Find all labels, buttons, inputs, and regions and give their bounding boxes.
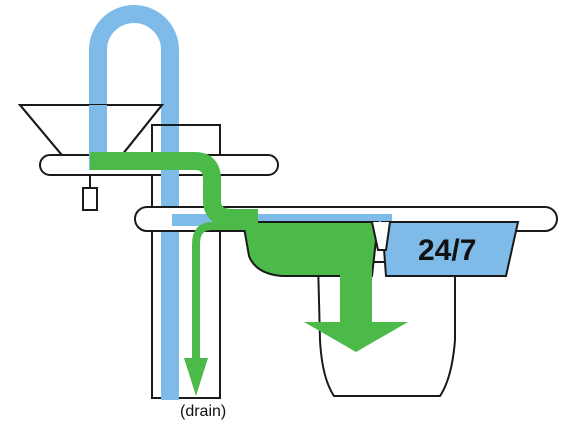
basin-divider-notch — [371, 221, 391, 251]
compartment-24-7 — [380, 221, 520, 277]
drain-label: (drain) — [180, 403, 226, 420]
green-flow-path — [90, 152, 258, 227]
green-drain-branch — [192, 222, 248, 360]
compartment-label: 24/7 — [418, 234, 476, 267]
blue-u-pipe — [89, 5, 179, 400]
green-bin-arrow — [304, 262, 408, 352]
valve-body — [82, 187, 98, 211]
green-drain-arrowhead — [184, 358, 208, 396]
drain-column — [151, 124, 221, 399]
